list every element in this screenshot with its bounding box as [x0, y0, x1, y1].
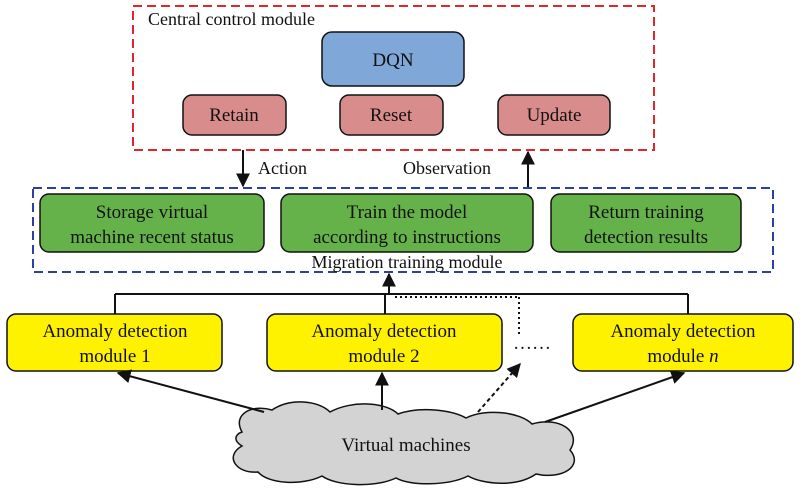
- cloud-to-module-n-arrow: [544, 370, 686, 423]
- central-control-region: [132, 5, 655, 151]
- detection-module-2-box: [266, 313, 503, 372]
- train-model-line2: according to instructions: [313, 227, 501, 248]
- migration-training-title: Migration training module: [312, 252, 503, 272]
- detection-module-n-line1: Anomaly detection: [610, 321, 756, 342]
- dqn-label: DQN: [372, 50, 413, 71]
- retain-box: [182, 94, 287, 136]
- return-results-line1: Return training: [588, 202, 704, 223]
- dqn-box: [321, 31, 465, 87]
- detection-module-n-line2: module n: [647, 346, 718, 367]
- retain-label: Retain: [209, 105, 259, 126]
- update-label: Update: [527, 105, 582, 126]
- cloud-icon: [232, 401, 576, 486]
- detection-module-2-line2: module 2: [348, 346, 419, 367]
- storage-status-line2: machine recent status: [70, 227, 234, 248]
- train-model-box: [280, 193, 534, 253]
- central-control-title: Central control module: [148, 9, 315, 29]
- observation-label: Observation: [403, 158, 491, 178]
- detection-module-1-line1: Anomaly detection: [42, 321, 188, 342]
- train-model-line1: Train the model: [347, 202, 468, 223]
- action-label: Action: [258, 158, 307, 178]
- storage-status-line1: Storage virtual: [96, 202, 208, 223]
- migration-training-region: [32, 187, 774, 273]
- reset-box: [339, 94, 444, 136]
- return-results-line2: detection results: [584, 227, 708, 248]
- detection-module-1-line2: module 1: [79, 346, 150, 367]
- return-results-box: [550, 193, 742, 253]
- virtual-machines-label: Virtual machines: [341, 435, 470, 456]
- cloud-to-module-1-arrow: [116, 369, 265, 413]
- storage-status-box: [39, 193, 265, 253]
- update-box: [497, 94, 611, 136]
- detection-module-2-line1: Anomaly detection: [311, 321, 457, 342]
- detection-module-1-box: [6, 313, 223, 372]
- ellipsis-label: ……: [513, 333, 551, 354]
- reset-label: Reset: [370, 105, 413, 126]
- cloud-to-ellipsis-arrow: [477, 362, 521, 413]
